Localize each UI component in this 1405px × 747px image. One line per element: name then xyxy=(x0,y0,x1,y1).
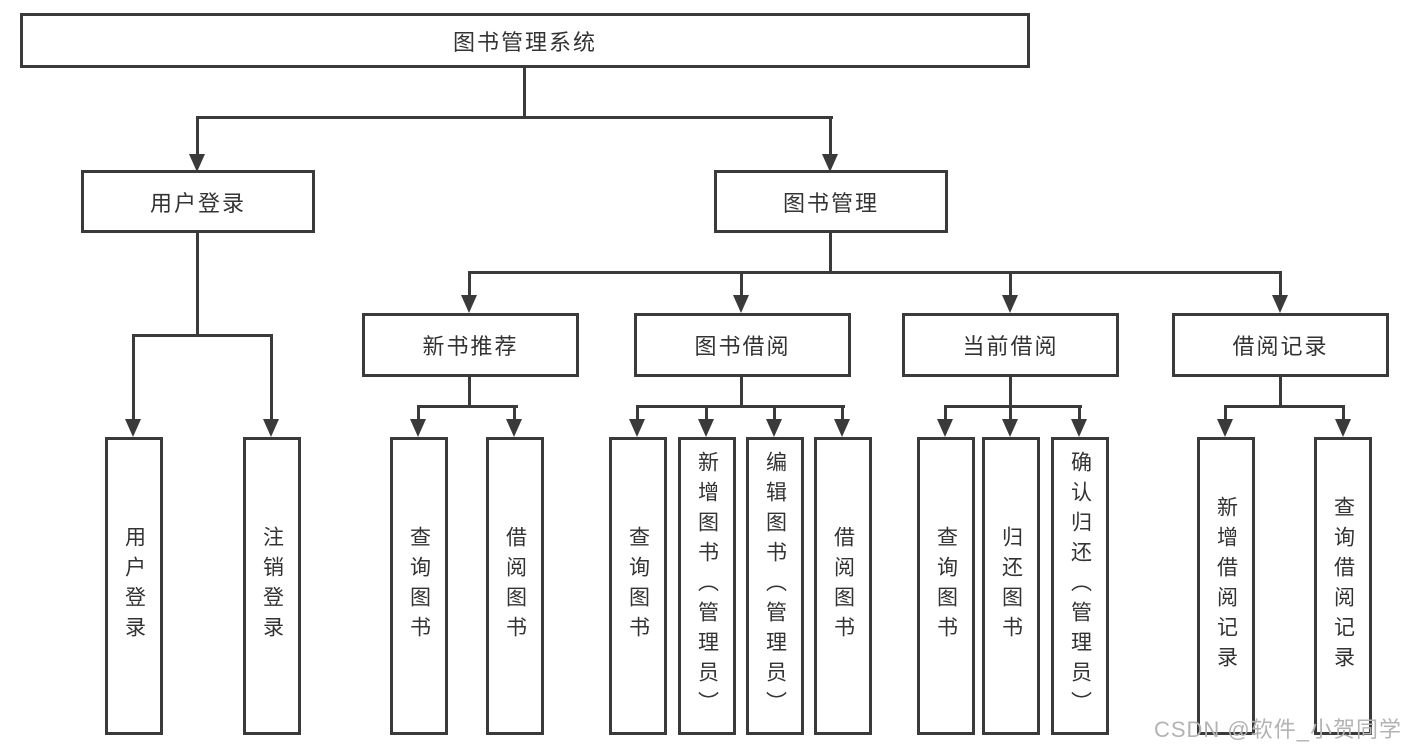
connector-new-book-hline xyxy=(417,405,518,408)
leaf-query-borrow-record: 查询借阅记录 xyxy=(1314,437,1372,735)
node-current-borrow: 当前借阅 xyxy=(902,313,1119,377)
connector-leaf xyxy=(513,405,516,423)
arrow-down-icon xyxy=(766,419,782,437)
node-new-book-recommend-label: 新书推荐 xyxy=(422,334,519,359)
leaf-borrow-books: 借阅图书 xyxy=(814,437,872,735)
leaf-confirm-return-admin: 确认归还（管理员） xyxy=(1051,437,1109,735)
arrow-down-icon xyxy=(410,419,426,437)
connector-to-leaf-logout xyxy=(270,334,273,420)
connector-user-login-hline xyxy=(132,334,273,337)
leaf-label: 借阅图书 xyxy=(831,526,855,646)
connector-leaf xyxy=(1342,405,1345,423)
leaf-borrow-books-recommend: 借阅图书 xyxy=(486,437,544,735)
connector-leaf xyxy=(417,405,420,423)
arrow-down-icon xyxy=(189,154,205,172)
connector-book-borrow-stub xyxy=(740,377,743,408)
connector-borrow-records-stub xyxy=(1279,377,1282,408)
leaf-label: 查询图书 xyxy=(934,526,958,646)
connector-book-borrow-hline xyxy=(636,405,845,408)
arrow-down-icon xyxy=(1335,419,1351,437)
connector-leaf xyxy=(773,405,776,423)
connector-to-new-book xyxy=(468,271,471,299)
leaf-user-login: 用户登录 xyxy=(105,437,163,735)
arrow-down-icon xyxy=(1217,419,1233,437)
connector-leaf xyxy=(1224,405,1227,423)
leaf-add-borrow-record: 新增借阅记录 xyxy=(1197,437,1255,735)
leaf-logout: 注销登录 xyxy=(243,437,301,735)
node-book-management-label: 图书管理 xyxy=(782,190,879,216)
connector-to-book-borrow xyxy=(740,271,743,299)
leaf-query-books-borrow: 查询图书 xyxy=(609,437,667,735)
connector-book-mgmt-hline xyxy=(468,271,1282,274)
connector-book-mgmt-stub xyxy=(829,233,832,274)
connector-root-stub xyxy=(523,68,526,118)
connector-current-borrow-stub xyxy=(1009,377,1012,408)
node-root-label: 图书管理系统 xyxy=(452,29,597,55)
arrow-down-icon xyxy=(698,419,714,437)
leaf-label: 注销登录 xyxy=(260,526,284,646)
leaf-label: 确认归还（管理员） xyxy=(1068,451,1092,721)
node-book-borrow-label: 图书借阅 xyxy=(694,334,791,359)
connector-to-book-management xyxy=(829,116,832,156)
connector-leaf xyxy=(636,405,639,423)
node-user-login: 用户登录 xyxy=(81,170,315,233)
leaf-label: 新增图书（管理员） xyxy=(695,451,719,721)
connector-to-leaf-login xyxy=(132,334,135,420)
leaf-return-books: 归还图书 xyxy=(982,437,1040,735)
node-root-system: 图书管理系统 xyxy=(20,13,1030,68)
arrow-down-icon xyxy=(263,419,279,437)
node-user-login-label: 用户登录 xyxy=(149,190,246,216)
connector-leaf xyxy=(705,405,708,423)
connector-current-borrow-hline xyxy=(944,405,1082,408)
node-current-borrow-label: 当前借阅 xyxy=(962,334,1059,359)
arrow-down-icon xyxy=(461,295,477,313)
connector-new-book-stub xyxy=(468,377,471,408)
connector-leaf xyxy=(944,405,947,423)
connector-leaf xyxy=(1078,405,1081,423)
arrow-down-icon xyxy=(1272,295,1288,313)
leaf-label: 查询图书 xyxy=(407,526,431,646)
leaf-label: 查询图书 xyxy=(626,526,650,646)
arrow-down-icon xyxy=(1002,295,1018,313)
watermark-text: CSDN @软件_小贺同学 xyxy=(1153,717,1402,742)
connector-leaf xyxy=(841,405,844,423)
leaf-label: 用户登录 xyxy=(122,526,146,646)
leaf-add-books-admin: 新增图书（管理员） xyxy=(678,437,736,735)
arrow-down-icon xyxy=(834,419,850,437)
connector-borrow-records-hline xyxy=(1224,405,1345,408)
leaf-edit-books-admin: 编辑图书（管理员） xyxy=(746,437,804,735)
node-book-borrow: 图书借阅 xyxy=(634,313,851,377)
arrow-down-icon xyxy=(822,154,838,172)
connector-root-hline xyxy=(196,116,833,119)
node-book-management: 图书管理 xyxy=(714,170,948,233)
connector-to-borrow-records xyxy=(1279,271,1282,299)
leaf-label: 编辑图书（管理员） xyxy=(763,451,787,721)
connector-user-login-stub xyxy=(196,233,199,336)
leaf-label: 归还图书 xyxy=(999,526,1023,646)
arrow-down-icon xyxy=(1002,419,1018,437)
leaf-query-books-recommend: 查询图书 xyxy=(390,437,448,735)
leaf-query-books-current: 查询图书 xyxy=(917,437,975,735)
arrow-down-icon xyxy=(733,295,749,313)
connector-to-current-borrow xyxy=(1009,271,1012,299)
arrow-down-icon xyxy=(506,419,522,437)
leaf-label: 查询借阅记录 xyxy=(1331,496,1355,676)
connector-to-user-login xyxy=(196,116,199,156)
leaf-label: 新增借阅记录 xyxy=(1214,496,1238,676)
arrow-down-icon xyxy=(937,419,953,437)
node-new-book-recommend: 新书推荐 xyxy=(362,313,579,377)
node-borrow-records-label: 借阅记录 xyxy=(1232,334,1329,359)
node-borrow-records: 借阅记录 xyxy=(1172,313,1389,377)
leaf-label: 借阅图书 xyxy=(503,526,527,646)
arrow-down-icon xyxy=(1071,419,1087,437)
connector-leaf xyxy=(1009,405,1012,423)
arrow-down-icon xyxy=(125,419,141,437)
arrow-down-icon xyxy=(629,419,645,437)
